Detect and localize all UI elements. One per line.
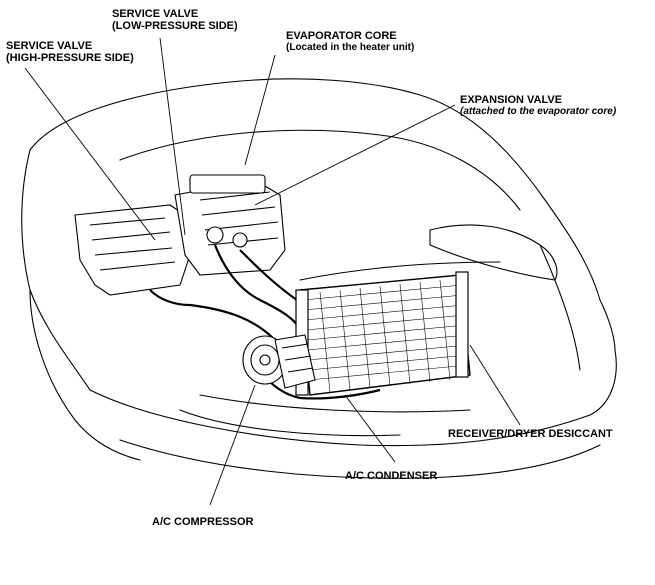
expansion-valve-sub: (attached to the evaporator core) (460, 106, 617, 117)
label-compressor: A/C COMPRESSOR (152, 516, 253, 528)
service-valve-low-sub: (LOW-PRESSURE SIDE) (112, 20, 238, 32)
headlight-left (429, 224, 558, 281)
condenser-core (295, 271, 471, 396)
hood-outline (29, 78, 601, 301)
label-evaporator-core: EVAPORATOR CORE (Located in the heater u… (286, 30, 414, 54)
service-valve-high-title: SERVICE VALVE (6, 40, 93, 52)
evaporator-core-sub: (Located in the heater unit) (286, 42, 415, 53)
leader-lines (24, 37, 521, 506)
grille-lower (199, 394, 471, 413)
label-service-valve-high: SERVICE VALVE (HIGH-PRESSURE SIDE) (6, 40, 134, 64)
receiver-dryer-title: RECEIVER/DRYER DESICCANT (448, 428, 613, 440)
fender-left (21, 149, 91, 391)
condenser-title: A/C CONDENSER (345, 470, 438, 482)
hood-crease (119, 129, 521, 211)
wheel-arch (29, 289, 141, 461)
front-fascia (599, 299, 616, 351)
fog-light-area (179, 409, 401, 437)
bumper-bottom (119, 439, 601, 479)
expansion-valve-title: EXPANSION VALVE (460, 94, 563, 106)
service-valve-low-title: SERVICE VALVE (112, 8, 199, 20)
label-condenser: A/C CONDENSER (345, 470, 437, 482)
label-service-valve-low: SERVICE VALVE (LOW-PRESSURE SIDE) (112, 8, 238, 32)
bumper-lower (89, 349, 617, 447)
label-receiver-dryer: RECEIVER/DRYER DESICCANT (448, 428, 613, 440)
fender-front-edge (539, 244, 581, 371)
compressor-body (242, 334, 316, 389)
label-expansion-valve: EXPANSION VALVE (attached to the evapora… (460, 94, 616, 118)
service-valve-high-sub: (HIGH-PRESSURE SIDE) (6, 52, 134, 64)
grille-upper (299, 261, 501, 281)
evaporator-core-title: EVAPORATOR CORE (286, 30, 397, 42)
compressor-title: A/C COMPRESSOR (152, 516, 254, 528)
